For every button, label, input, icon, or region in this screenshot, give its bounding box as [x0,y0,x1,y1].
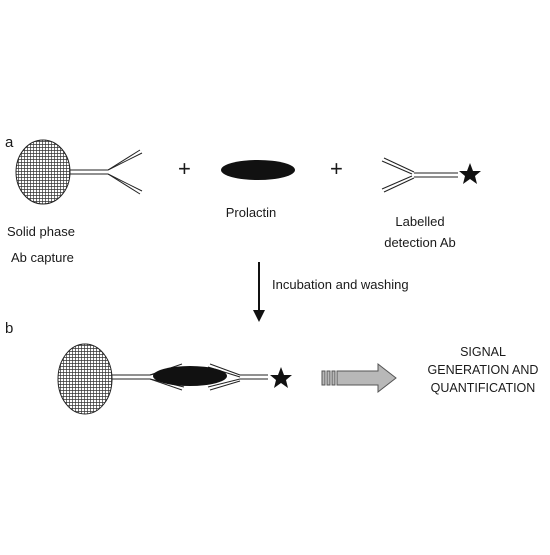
plus-operator-1: + [178,156,191,181]
panel-b-letter: b [5,320,14,337]
detection-ab-label: detection Ab [384,235,456,250]
capture-antibody [70,149,143,195]
solid-phase-bead-bound [57,343,113,415]
label-star-bound-icon [270,367,292,388]
ab-capture-label: Ab capture [11,250,74,265]
solid-phase-label: Solid phase [7,224,75,239]
panel-a-letter: a [5,134,14,151]
signal-line-2: GENERATION AND [427,363,539,377]
sandwich-complex [112,363,268,391]
solid-phase-bead [15,139,71,205]
prolactin-label: Prolactin [225,205,277,220]
prolactin-molecule [221,160,295,180]
signal-arrow [321,362,397,394]
labelled-label: Labelled [395,214,445,229]
signal-label: SIGNAL GENERATION AND QUANTIFICATION [428,343,539,397]
incubation-label: Incubation and washing [272,277,409,292]
label-star-icon [459,163,481,184]
signal-line-3: QUANTIFICATION [430,381,536,395]
prolactin-bound [153,366,227,386]
signal-line-1: SIGNAL [460,345,506,359]
plus-operator-2: + [330,156,343,181]
incubation-arrow [253,262,265,322]
detection-antibody [381,157,458,193]
